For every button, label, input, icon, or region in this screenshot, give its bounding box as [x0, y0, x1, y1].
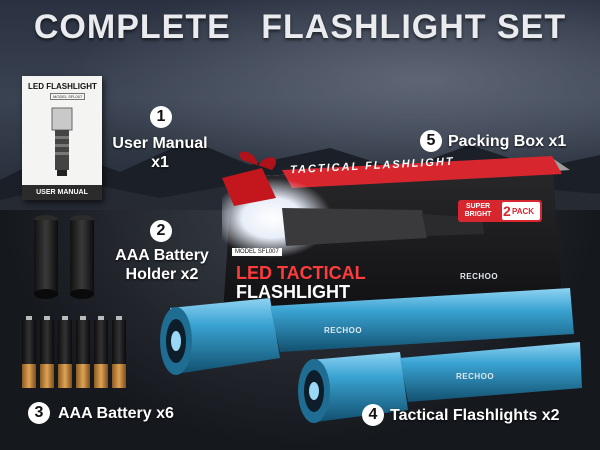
- tactical-flashlight-back: [160, 288, 574, 375]
- box-brand: RECHOO: [460, 272, 499, 281]
- item-number-badge-2: 2: [150, 220, 172, 242]
- box-headline-1: LED TACTICAL: [236, 263, 366, 283]
- item-number-badge-3: 3: [28, 402, 50, 424]
- packing-box: [222, 151, 570, 328]
- item-label-battery-holder: AAA Battery Holder x2: [115, 247, 209, 283]
- box-model-tag: MODEL SFL007: [232, 248, 282, 256]
- flashlight-front-brand: RECHOO: [456, 372, 495, 381]
- item-label-manual: User Manual x1: [112, 135, 208, 171]
- aaa-battery-holders: [34, 215, 94, 299]
- box-headline-2: FLASHLIGHT: [236, 282, 350, 302]
- box-pack-count: 2: [503, 203, 511, 219]
- item-number-badge-1: 1: [150, 106, 172, 128]
- manual-title: LED FLASHLIGHT: [28, 82, 97, 91]
- box-pack-label: PACK: [512, 207, 535, 216]
- aaa-batteries: [22, 316, 126, 388]
- page-title: COMPLETE FLASHLIGHT SET: [0, 8, 600, 47]
- item-label-batteries: AAA Battery x6: [58, 405, 174, 422]
- manual-flashlight-drawing: [51, 107, 73, 176]
- title-part-1: COMPLETE: [33, 8, 231, 46]
- item-label-flashlights: Tactical Flashlights x2: [390, 407, 560, 424]
- title-part-2: FLASHLIGHT SET: [261, 8, 567, 46]
- item-number-badge-4: 4: [362, 404, 384, 426]
- item-number-badge-5: 5: [420, 130, 442, 152]
- box-super-bright-text: SUPER BRIGHT: [464, 203, 492, 218]
- manual-model: MODEL SFL007: [50, 93, 86, 100]
- flashlight-back-brand: RECHOO: [324, 326, 363, 335]
- item-label-packing-box: Packing Box x1: [448, 133, 567, 150]
- tactical-flashlight-front: [298, 342, 582, 423]
- manual-footer: USER MANUAL: [22, 185, 102, 200]
- user-manual-booklet: LED FLASHLIGHT MODEL SFL007 USER MANUAL: [22, 76, 102, 200]
